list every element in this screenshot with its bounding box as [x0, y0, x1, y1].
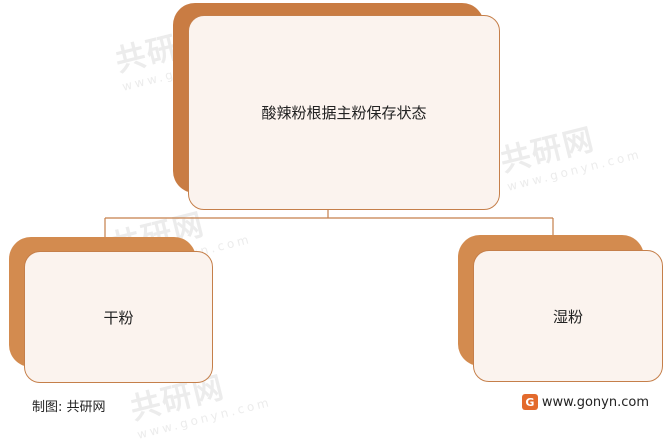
- child-node-label: 干粉: [103, 308, 134, 327]
- root-node-label: 酸辣粉根据主粉保存状态: [261, 104, 427, 122]
- site-credit: G www.gonyn.com: [521, 394, 649, 410]
- child-node-wet: 湿粉: [473, 250, 663, 382]
- connector-lines: [104, 210, 554, 237]
- source-caption: 制图: 共研网: [32, 400, 106, 415]
- root-node: 酸辣粉根据主粉保存状态: [188, 15, 500, 210]
- child-node-label: 湿粉: [552, 307, 583, 326]
- site-url: www.gonyn.com: [541, 394, 649, 410]
- child-node-dry: 干粉: [24, 251, 213, 383]
- gonyn-logo-icon: G: [521, 394, 538, 410]
